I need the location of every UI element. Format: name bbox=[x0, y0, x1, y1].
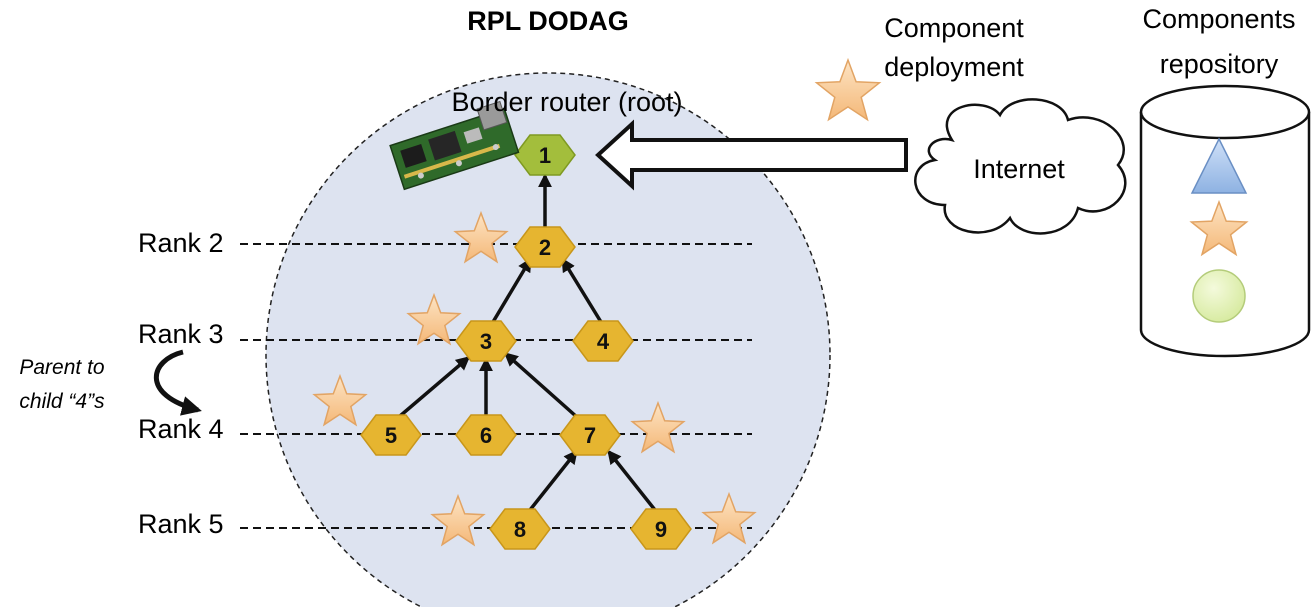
edge-7-3 bbox=[503, 352, 580, 420]
node-5: 5 bbox=[360, 414, 422, 456]
circle-component-icon bbox=[1192, 269, 1246, 323]
router-board-icon bbox=[389, 100, 520, 191]
node-label: 9 bbox=[655, 517, 667, 542]
node-2: 2 bbox=[514, 226, 576, 268]
node-label: 7 bbox=[584, 423, 596, 448]
edge-9-7 bbox=[607, 449, 657, 512]
node-6: 6 bbox=[455, 414, 517, 456]
repository-label-line1: Components bbox=[1142, 4, 1295, 34]
rank-label: Rank 3 bbox=[138, 319, 224, 349]
star-component-icon bbox=[814, 57, 882, 122]
rank-label: Rank 4 bbox=[138, 414, 224, 444]
triangle-component-icon bbox=[1190, 137, 1248, 194]
node-hexagon bbox=[360, 414, 422, 456]
deployment-label-line2: deployment bbox=[884, 52, 1024, 82]
border-router-label: Border router (root) bbox=[451, 87, 682, 117]
node-label: 5 bbox=[385, 423, 397, 448]
node-hexagon bbox=[455, 320, 517, 362]
node-label: 2 bbox=[539, 235, 551, 260]
deployment-arrow bbox=[595, 119, 908, 191]
node-hexagon bbox=[572, 320, 634, 362]
node-3: 3 bbox=[455, 320, 517, 362]
edge-5-3 bbox=[398, 356, 471, 418]
diagram-title: RPL DODAG bbox=[467, 6, 629, 36]
star-component-icon bbox=[630, 400, 686, 454]
rank-label: Rank 2 bbox=[138, 228, 224, 258]
star-component-icon bbox=[701, 491, 757, 545]
node-hexagon bbox=[630, 508, 692, 550]
node-hexagon bbox=[514, 134, 576, 176]
node-hexagon bbox=[559, 414, 621, 456]
edge-8-7 bbox=[528, 449, 578, 512]
curved-arrow-icon bbox=[153, 349, 202, 416]
node-hexagon bbox=[455, 414, 517, 456]
rank-label: Rank 5 bbox=[138, 509, 224, 539]
node-label: 3 bbox=[480, 329, 492, 354]
node-hexagon bbox=[489, 508, 551, 550]
node-label: 6 bbox=[480, 423, 492, 448]
node-1: 1 bbox=[514, 134, 576, 176]
internet-label: Internet bbox=[973, 154, 1065, 184]
edge-4-2 bbox=[561, 257, 603, 323]
star-component-icon bbox=[406, 292, 462, 346]
deployment-label-line1: Component bbox=[884, 13, 1024, 43]
parent-note-line2: child “4”s bbox=[19, 390, 105, 413]
star-component-icon bbox=[312, 373, 368, 427]
edge-3-2 bbox=[491, 257, 532, 323]
repository-label-line2: repository bbox=[1160, 49, 1279, 79]
dodag-region bbox=[265, 72, 831, 607]
node-9: 9 bbox=[630, 508, 692, 550]
internet-cloud-icon bbox=[914, 98, 1127, 235]
node-4: 4 bbox=[572, 320, 634, 362]
node-label: 8 bbox=[514, 517, 526, 542]
star-component-icon bbox=[430, 493, 486, 547]
parent-note-line1: Parent to bbox=[19, 356, 105, 379]
star-component-icon bbox=[453, 210, 509, 264]
node-hexagon bbox=[514, 226, 576, 268]
node-label: 4 bbox=[597, 329, 610, 354]
node-8: 8 bbox=[489, 508, 551, 550]
star-component-icon bbox=[1189, 199, 1249, 257]
node-label: 1 bbox=[539, 143, 551, 168]
node-7: 7 bbox=[559, 414, 621, 456]
